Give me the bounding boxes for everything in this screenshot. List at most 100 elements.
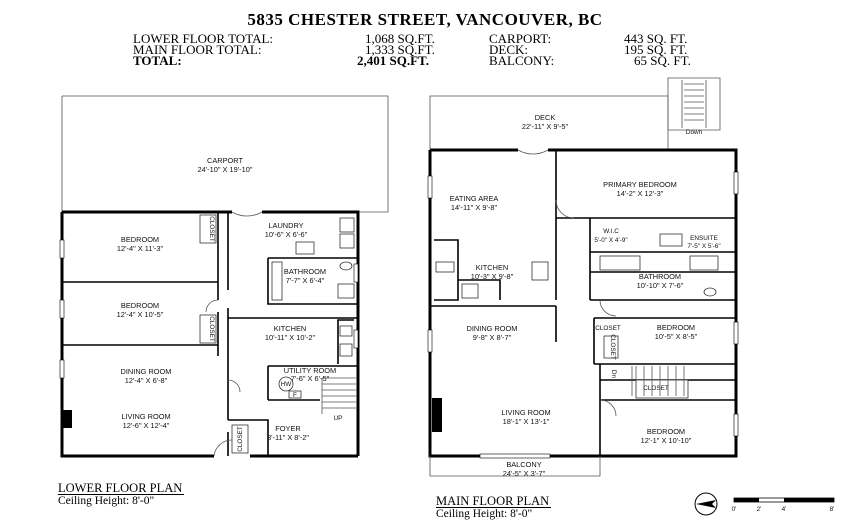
toilet-icon <box>703 287 717 297</box>
vanity-icon <box>337 283 355 299</box>
tub-icon <box>599 255 641 271</box>
window-icon <box>353 329 359 349</box>
dryer-icon <box>339 233 355 249</box>
window-icon <box>59 299 65 319</box>
door-swing-icon <box>227 379 241 393</box>
closet-tag: CLOSET <box>208 316 215 342</box>
stairs-icon <box>321 377 356 414</box>
deck-value: 195 SQ. FT. <box>624 42 688 57</box>
window-icon <box>427 329 433 353</box>
north-arrow <box>694 492 718 516</box>
north-arrow-icon <box>694 492 718 516</box>
main-interior-walls <box>430 150 736 456</box>
window-icon <box>733 321 739 345</box>
window-icon <box>59 359 65 379</box>
room-dims: 12'-4" X 6'-8" <box>125 376 168 385</box>
room-name: FOYER <box>275 424 300 433</box>
scale-bar-segment <box>734 498 759 502</box>
room-dims: 14'-11" X 9'-8" <box>451 203 498 212</box>
room-name: LIVING ROOM <box>501 408 550 417</box>
laundry-sink-icon <box>295 241 315 255</box>
sliding-door-icon <box>479 453 551 459</box>
closet-tag: CLOSET <box>595 325 621 332</box>
room-name: KITCHEN <box>476 263 508 272</box>
door-swing-icon <box>599 399 617 417</box>
scale-tick-label: 8' <box>830 506 835 513</box>
fireplace-icon <box>432 398 442 432</box>
main-floor-ceiling: Ceiling Height: 8'-0" <box>436 508 533 520</box>
room-dims: 10'-5" X 8'-5" <box>655 332 698 341</box>
compass-needle-icon <box>696 500 716 508</box>
balcony-label: BALCONY: <box>489 53 555 68</box>
window-icon <box>733 413 739 437</box>
door-swing-icon <box>599 299 617 317</box>
room-name: BEDROOM <box>647 427 685 436</box>
room-name: UTILITY ROOM <box>284 366 336 375</box>
door-swing-icon <box>517 149 549 155</box>
sink-icon <box>339 325 353 337</box>
room-name: LIVING ROOM <box>121 412 170 421</box>
window-icon <box>427 175 433 199</box>
room-name: BEDROOM <box>121 235 159 244</box>
room-dims: 24'-5" X 3'-7" <box>503 469 546 478</box>
room-dims: 9'-8" X 8'-7" <box>473 333 512 342</box>
room-name: EATING AREA <box>450 194 499 203</box>
tub-icon <box>689 255 719 271</box>
kitchen-counter <box>434 239 501 301</box>
closet-tag: CLOSET <box>237 426 244 452</box>
room-name: CARPORT <box>207 156 243 165</box>
stove-icon <box>339 343 353 357</box>
room-dims: 10'-10" X 7'-6" <box>637 281 684 290</box>
tub-icon <box>271 261 283 301</box>
lower-floor-total-value: 1,068 SQ.FT. <box>365 31 435 46</box>
main-floor-total-label: MAIN FLOOR TOTAL: <box>133 42 262 57</box>
room-dims: 24'-10" X 19'-10" <box>198 165 253 174</box>
carport-label: CARPORT: <box>489 31 552 46</box>
room-dims: 12'-1" X 10'-10" <box>641 436 692 445</box>
room-name: BALCONY <box>506 460 541 469</box>
total-label: TOTAL: <box>133 53 182 68</box>
room-dims: 10'-3" X 9'-8" <box>471 272 514 281</box>
toilet-icon <box>339 261 353 271</box>
hw-tag: HW <box>281 381 293 388</box>
room-name: DINING ROOM <box>467 324 518 333</box>
stairs-down-tag: Down <box>686 129 703 136</box>
property-address: 5835 CHESTER STREET, VANCOUVER, BC <box>247 10 603 29</box>
balcony-outline <box>429 456 601 477</box>
sink-icon <box>435 261 455 273</box>
window-icon <box>59 239 65 259</box>
room-name: PRIMARY BEDROOM <box>603 180 677 189</box>
stove-icon <box>461 283 479 299</box>
carport-value: 443 SQ. FT. <box>624 31 688 46</box>
room-name: KITCHEN <box>274 324 306 333</box>
header: 5835 CHESTER STREET, VANCOUVER, BC LOWER… <box>0 0 850 70</box>
door-swing-icon <box>213 439 233 457</box>
closet-tag: CLOSET <box>609 334 616 360</box>
main-floor-total-value: 1,333 SQ.FT. <box>365 42 435 57</box>
closet-bedroom <box>603 335 619 359</box>
scale-bar-segment <box>784 498 834 502</box>
closet-bedroom-upper <box>199 214 217 244</box>
main-outer-walls <box>428 148 738 458</box>
room-dims: 14'-2" X 12'-3" <box>617 189 664 198</box>
lower-floor-title: LOWER FLOOR PLAN <box>58 481 185 495</box>
window-icon <box>733 171 739 195</box>
stairs-dn-tag: Dn <box>610 370 617 379</box>
room-name: BATHROOM <box>284 267 326 276</box>
scale-tick-label: 0' <box>732 506 737 513</box>
scale-bar: 0' 2' 4' 8' <box>732 497 835 513</box>
lower-outer-walls <box>60 210 360 458</box>
door-swing-icon <box>205 299 219 313</box>
closet-tag: CLOSET <box>208 216 215 242</box>
window-icon <box>353 263 359 283</box>
room-name: BEDROOM <box>657 323 695 332</box>
room-dims: 10'-11" X 10'-2" <box>265 333 316 342</box>
room-dims: 8'-11" X 8'-2" <box>267 433 309 442</box>
fridge-icon <box>531 261 549 281</box>
room-dims: 22'-11" X 9'-5" <box>522 122 569 131</box>
scale-tick-label: 2' <box>757 506 762 513</box>
room-name: DECK <box>535 113 556 122</box>
room-name: BATHROOM <box>639 272 681 281</box>
room-name: W.I.C <box>603 228 619 235</box>
